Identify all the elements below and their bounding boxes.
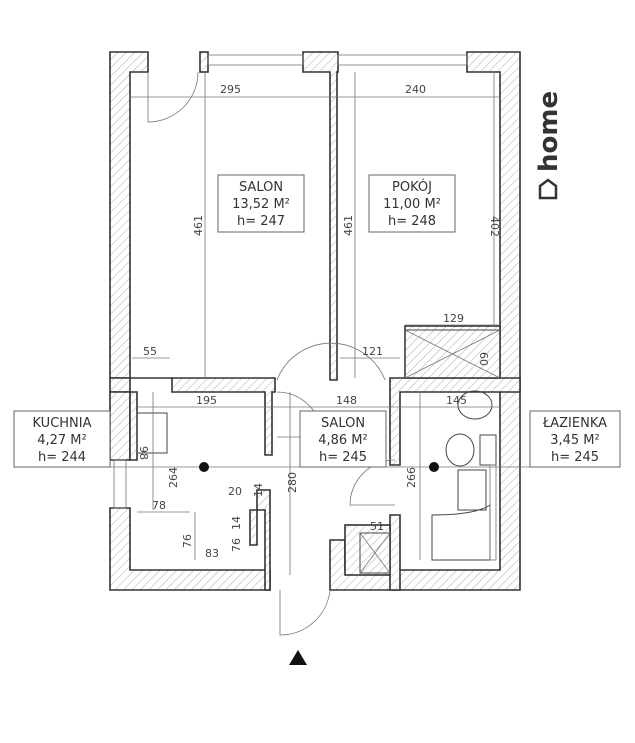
house-icon xyxy=(538,178,558,200)
dim-label: 98 xyxy=(137,446,150,460)
room-height: h= 245 xyxy=(319,450,367,465)
dim-label: 461 xyxy=(342,215,355,236)
room-height: h= 244 xyxy=(38,450,86,465)
room-name: KUCHNIA xyxy=(33,416,92,431)
dim-label: 60 xyxy=(477,352,490,366)
room-area: 13,52 M² xyxy=(232,197,290,212)
room-area: 11,00 M² xyxy=(383,197,441,212)
room-height: h= 247 xyxy=(237,214,285,229)
entrance-arrow-icon xyxy=(289,650,307,665)
dim-label: 14 xyxy=(230,516,243,530)
dim-label: 145 xyxy=(446,394,467,407)
bathroom-point-marker xyxy=(429,462,439,472)
dim-label: 240 xyxy=(405,83,426,96)
room-area: 4,86 M² xyxy=(318,433,368,448)
logo-text: home xyxy=(534,91,564,172)
dimension-lines xyxy=(130,72,500,575)
dim-label: 76 xyxy=(230,538,243,552)
dim-label: 402 xyxy=(488,216,501,237)
room-area: 4,27 M² xyxy=(37,433,87,448)
room-name: SALON xyxy=(239,180,283,195)
dim-label: 83 xyxy=(205,547,219,560)
room-height: h= 245 xyxy=(551,450,599,465)
room-label-salon-main: SALON 13,52 M² h= 247 xyxy=(217,174,305,233)
dim-label: 264 xyxy=(167,467,180,488)
dim-label: 55 xyxy=(143,345,157,358)
room-label-lazienka: ŁAZIENKA 3,45 M² h= 245 xyxy=(529,410,621,468)
dim-label: 121 xyxy=(362,345,383,358)
dim-label: 129 xyxy=(443,312,464,325)
dim-label: 20 xyxy=(228,485,242,498)
kitchen-point-marker xyxy=(199,462,209,472)
dim-label: 78 xyxy=(152,499,166,512)
dim-label: 14 xyxy=(252,483,265,497)
dim-label: 266 xyxy=(405,467,418,488)
room-name: POKÓJ xyxy=(392,179,432,195)
room-area: 3,45 M² xyxy=(550,433,600,448)
room-name: SALON xyxy=(321,416,365,431)
dim-label: 148 xyxy=(336,394,357,407)
dim-label: 195 xyxy=(196,394,217,407)
dim-label: 295 xyxy=(220,83,241,96)
dim-label: 76 xyxy=(181,534,194,548)
room-height: h= 248 xyxy=(388,214,436,229)
dimension-labels: 295 240 461 461 402 129 60 121 55 195 14… xyxy=(137,83,501,560)
room-name: ŁAZIENKA xyxy=(542,416,607,431)
fixtures xyxy=(136,329,501,574)
home-logo: home xyxy=(534,91,564,200)
dim-label: 51 xyxy=(370,520,384,533)
room-label-kuchnia: KUCHNIA 4,27 M² h= 244 xyxy=(13,410,111,468)
dim-label: 280 xyxy=(286,472,299,493)
room-label-salon-hall: SALON 4,86 M² h= 245 xyxy=(299,410,387,468)
dim-label: 461 xyxy=(192,215,205,236)
room-label-pokoj: POKÓJ 11,00 M² h= 248 xyxy=(368,174,456,233)
